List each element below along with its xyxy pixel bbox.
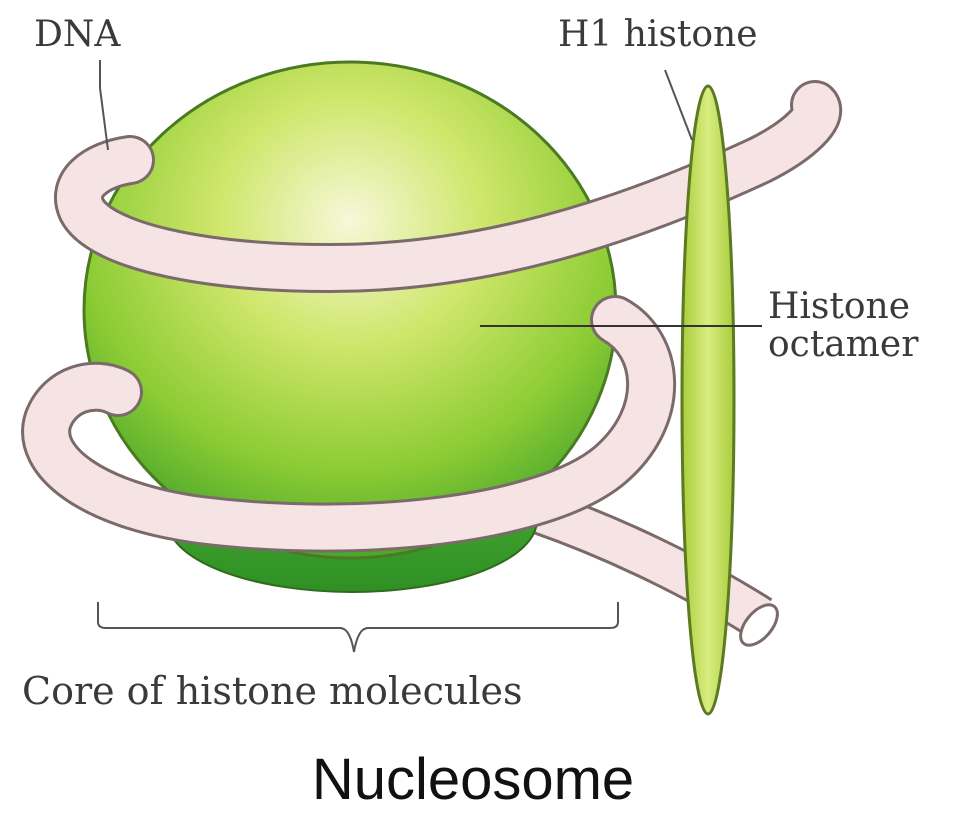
dna-leader-line xyxy=(100,60,108,150)
histone-octamer-label: Histone octamer xyxy=(768,288,918,364)
h1-histone-shape xyxy=(682,86,734,714)
h1-histone-label: H1 histone xyxy=(558,16,758,54)
diagram-title-text: Nucleosome xyxy=(312,747,634,812)
dna-exit-tail xyxy=(540,512,784,652)
histone-octamer-label-line1: Histone xyxy=(768,288,918,326)
core-label: Core of histone molecules xyxy=(22,672,522,712)
diagram-title: Nucleosome xyxy=(0,746,976,813)
histone-octamer-label-line2: octamer xyxy=(768,326,918,364)
core-brace xyxy=(98,602,618,652)
dna-label: DNA xyxy=(34,16,120,54)
h1-leader-line xyxy=(665,70,692,140)
